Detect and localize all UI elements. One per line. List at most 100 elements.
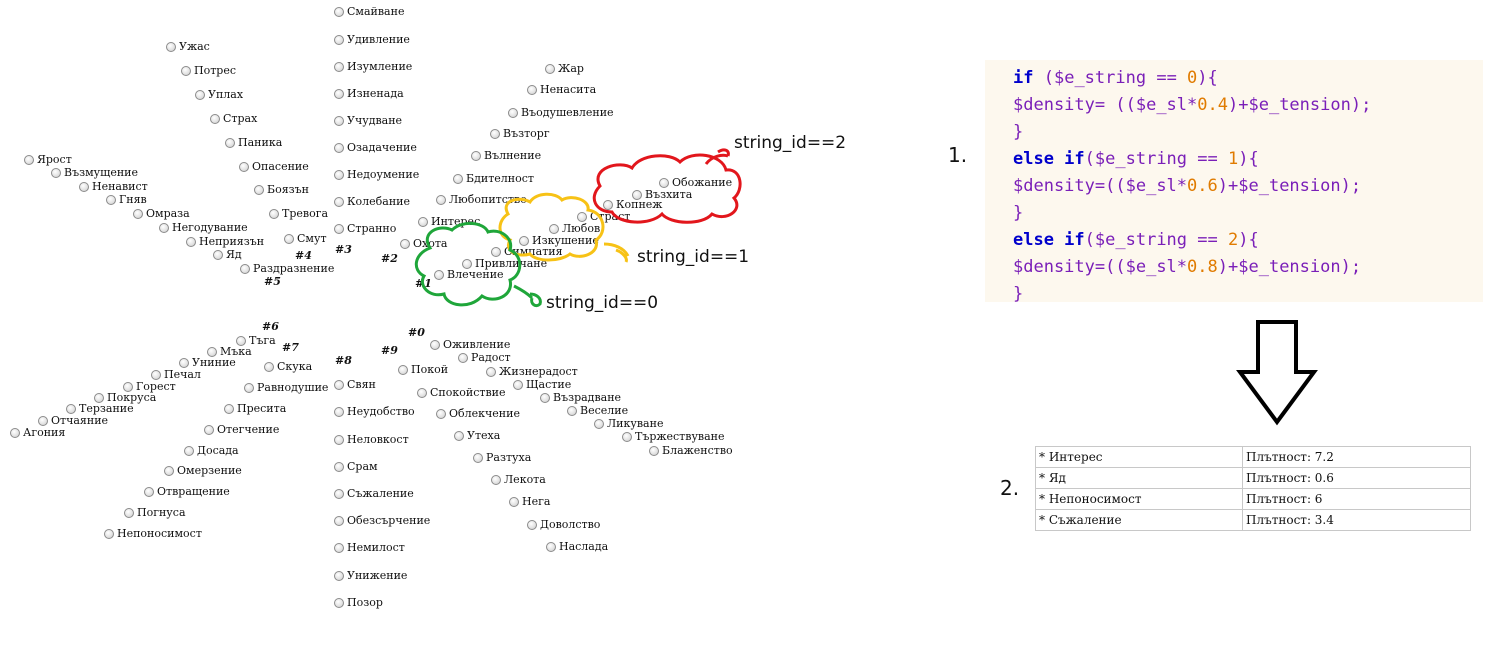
radio-button[interactable] xyxy=(51,167,61,178)
radio-button[interactable] xyxy=(164,465,174,476)
radio-button[interactable] xyxy=(334,542,344,553)
radio-button[interactable] xyxy=(418,216,428,227)
radio-button[interactable] xyxy=(334,169,344,180)
emotion-option[interactable]: Покой xyxy=(398,363,448,376)
radio-button[interactable] xyxy=(236,335,246,346)
radio-button[interactable] xyxy=(38,415,48,426)
radio-button[interactable] xyxy=(462,258,472,269)
emotion-option[interactable]: Ужас xyxy=(166,40,210,53)
radio-button[interactable] xyxy=(79,181,89,192)
radio-button[interactable] xyxy=(398,364,408,375)
radio-button[interactable] xyxy=(594,418,604,429)
radio-button[interactable] xyxy=(632,189,642,200)
emotion-option[interactable]: Негодувание xyxy=(159,221,248,234)
radio-button[interactable] xyxy=(491,246,501,257)
radio-button[interactable] xyxy=(508,107,518,118)
emotion-option[interactable]: Потрес xyxy=(181,64,236,77)
emotion-option[interactable]: Оживление xyxy=(430,338,510,351)
emotion-option[interactable]: Ненасита xyxy=(527,83,596,96)
emotion-option[interactable]: Печал xyxy=(151,368,201,381)
radio-button[interactable] xyxy=(509,496,519,507)
emotion-option[interactable]: Опасение xyxy=(239,160,309,173)
emotion-option[interactable]: Изкушение xyxy=(519,234,599,247)
emotion-option[interactable]: Неудобство xyxy=(334,405,415,418)
emotion-option[interactable]: Тревога xyxy=(269,207,328,220)
radio-button[interactable] xyxy=(179,357,189,368)
radio-button[interactable] xyxy=(603,199,613,210)
radio-button[interactable] xyxy=(334,434,344,445)
emotion-option[interactable]: Лекота xyxy=(491,473,546,486)
emotion-option[interactable]: Паника xyxy=(225,136,282,149)
emotion-option[interactable]: Омерзение xyxy=(164,464,242,477)
radio-button[interactable] xyxy=(434,269,444,280)
emotion-option[interactable]: Яд xyxy=(213,248,242,261)
radio-button[interactable] xyxy=(334,515,344,526)
radio-button[interactable] xyxy=(334,6,344,17)
radio-button[interactable] xyxy=(239,161,249,172)
emotion-option[interactable]: Разтуха xyxy=(473,451,531,464)
emotion-option[interactable]: Отегчение xyxy=(204,423,279,436)
radio-button[interactable] xyxy=(546,541,556,552)
radio-button[interactable] xyxy=(264,361,274,372)
radio-button[interactable] xyxy=(334,488,344,499)
radio-button[interactable] xyxy=(144,486,154,497)
radio-button[interactable] xyxy=(334,379,344,390)
radio-button[interactable] xyxy=(430,339,440,350)
emotion-option[interactable]: Възторг xyxy=(490,127,550,140)
emotion-option[interactable]: Охота xyxy=(400,237,448,250)
emotion-option[interactable]: Вълнение xyxy=(471,149,541,162)
radio-button[interactable] xyxy=(334,142,344,153)
radio-button[interactable] xyxy=(254,184,264,195)
radio-button[interactable] xyxy=(210,113,220,124)
radio-button[interactable] xyxy=(225,137,235,148)
radio-button[interactable] xyxy=(549,223,559,234)
radio-button[interactable] xyxy=(334,570,344,581)
emotion-option[interactable]: Отвращение xyxy=(144,485,230,498)
emotion-option[interactable]: Жар xyxy=(545,62,584,75)
radio-button[interactable] xyxy=(545,63,555,74)
radio-button[interactable] xyxy=(124,507,134,518)
radio-button[interactable] xyxy=(195,89,205,100)
emotion-option[interactable]: Любов xyxy=(549,222,600,235)
emotion-option[interactable]: Страх xyxy=(210,112,257,125)
emotion-option[interactable]: Агония xyxy=(10,426,65,439)
emotion-option[interactable]: Уплах xyxy=(195,88,243,101)
radio-button[interactable] xyxy=(133,208,143,219)
radio-button[interactable] xyxy=(519,235,529,246)
radio-button[interactable] xyxy=(184,445,194,456)
radio-button[interactable] xyxy=(66,403,76,414)
radio-button[interactable] xyxy=(473,452,483,463)
emotion-option[interactable]: Веселие xyxy=(567,404,628,417)
radio-button[interactable] xyxy=(527,84,537,95)
radio-button[interactable] xyxy=(213,249,223,260)
emotion-option[interactable]: Скука xyxy=(264,360,312,373)
emotion-option[interactable]: Неловкост xyxy=(334,433,409,446)
radio-button[interactable] xyxy=(334,196,344,207)
radio-button[interactable] xyxy=(207,346,217,357)
emotion-option[interactable]: Мъка xyxy=(207,345,252,358)
emotion-option[interactable]: Жизнерадост xyxy=(486,365,578,378)
radio-button[interactable] xyxy=(458,352,468,363)
radio-button[interactable] xyxy=(334,406,344,417)
emotion-option[interactable]: Равнодушие xyxy=(244,381,328,394)
emotion-option[interactable]: Колебание xyxy=(334,195,410,208)
radio-button[interactable] xyxy=(106,194,116,205)
radio-button[interactable] xyxy=(224,403,234,414)
emotion-option[interactable]: Боязън xyxy=(254,183,309,196)
radio-button[interactable] xyxy=(659,177,669,188)
emotion-option[interactable]: Терзание xyxy=(66,402,134,415)
radio-button[interactable] xyxy=(240,263,250,274)
emotion-option[interactable]: Доволство xyxy=(527,518,600,531)
emotion-option[interactable]: Ненавист xyxy=(79,180,148,193)
emotion-option[interactable]: Неприязън xyxy=(186,235,264,248)
emotion-option[interactable]: Привличане xyxy=(462,257,547,270)
radio-button[interactable] xyxy=(104,528,114,539)
emotion-option[interactable]: Непоносимост xyxy=(104,527,202,540)
emotion-option[interactable]: Съжаление xyxy=(334,487,414,500)
emotion-option[interactable]: Озадачение xyxy=(334,141,417,154)
radio-button[interactable] xyxy=(94,392,104,403)
emotion-option[interactable]: Горест xyxy=(123,380,176,393)
emotion-option[interactable]: Омраза xyxy=(133,207,190,220)
emotion-option[interactable]: Недоумение xyxy=(334,168,419,181)
emotion-option[interactable]: Погнуса xyxy=(124,506,186,519)
